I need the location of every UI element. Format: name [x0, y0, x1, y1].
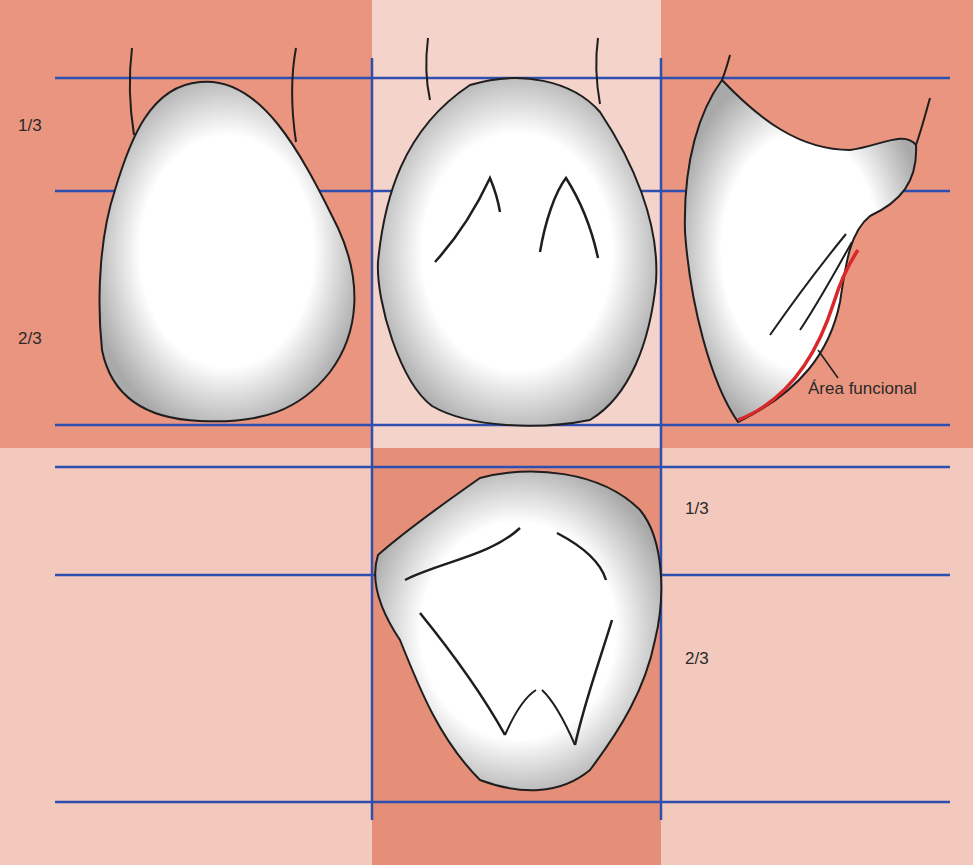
- leader-line: [818, 350, 838, 378]
- guide-lines: [55, 58, 950, 820]
- band: [0, 0, 372, 448]
- third-label: 1/3: [18, 116, 42, 136]
- tooth-labial: [100, 48, 355, 421]
- third-label: 2/3: [685, 649, 709, 669]
- band: [372, 0, 661, 448]
- third-label: 2/3: [18, 329, 42, 349]
- third-label: 1/3: [685, 499, 709, 519]
- band: [661, 0, 973, 448]
- tooth-proximal: [685, 55, 930, 422]
- area-label: Área funcional: [808, 379, 917, 399]
- tooth-lingual: [378, 38, 656, 426]
- tooth-incisal: [375, 472, 661, 791]
